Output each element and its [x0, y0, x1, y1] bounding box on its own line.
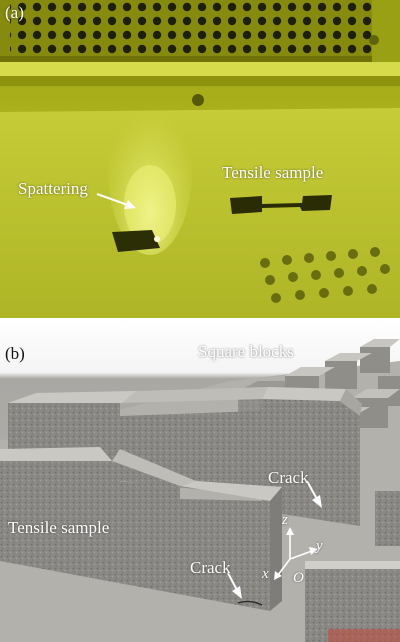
panel-b-label: (b) — [5, 344, 25, 363]
panel-b-scene — [0, 321, 400, 642]
panel-a-photo: (a) Spattering Tensile sample — [0, 0, 400, 318]
lower-tensile-sample — [0, 447, 282, 611]
panel-b-photo: (b) Square blocks Crack Tensile sample C… — [0, 321, 400, 642]
axis-y-label: y — [316, 538, 323, 554]
axis-z-label: z — [282, 512, 288, 528]
panel-a-label: (a) — [5, 3, 24, 22]
axis-origin-label: O — [293, 570, 304, 586]
spattering-label: Spattering — [18, 179, 88, 198]
panel-a-scene — [0, 0, 400, 318]
tensile-sample-label-b: Tensile sample — [8, 518, 110, 537]
square-blocks-label: Square blocks — [198, 342, 294, 361]
tensile-sample-label-a: Tensile sample — [222, 163, 324, 182]
axis-x-label: x — [262, 566, 269, 582]
crack-label-lower: Crack — [190, 558, 231, 577]
crack-label-upper: Crack — [268, 468, 309, 487]
